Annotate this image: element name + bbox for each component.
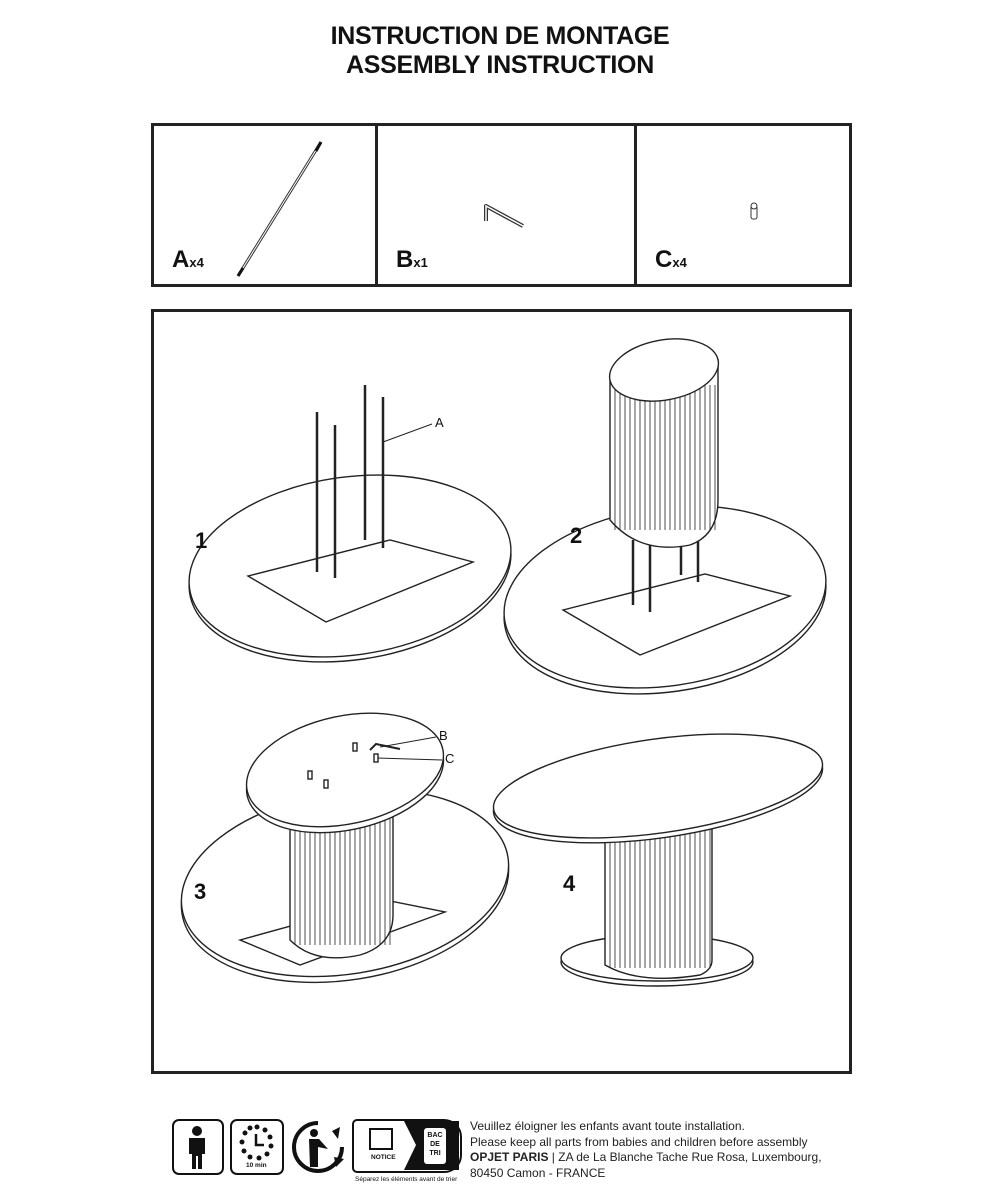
part-qty: x4 <box>189 255 204 270</box>
part-letter: C <box>655 246 673 273</box>
part-letter: B <box>396 246 414 273</box>
footer-text: Veuillez éloigner les enfants avant tout… <box>470 1119 822 1181</box>
title-french: INSTRUCTION DE MONTAGE <box>330 22 670 50</box>
part-qty: x1 <box>413 255 428 270</box>
triman-recycle-icon <box>290 1119 346 1175</box>
rod-icon <box>236 141 323 277</box>
part-qty: x4 <box>672 255 687 270</box>
clock-10min-icon: 10 min <box>230 1119 284 1175</box>
title-english: ASSEMBLY INSTRUCTION <box>346 51 654 79</box>
parts-list: Ax4 Bx1 Cx4 <box>151 123 852 287</box>
address-line1: | ZA de La Blanche Tache Rue Rosa, Luxem… <box>548 1150 822 1164</box>
address-line2: 80450 Camon - FRANCE <box>470 1165 606 1180</box>
part-b: Bx1 <box>375 126 634 284</box>
notice-label: NOTICE <box>371 1154 396 1161</box>
dowel-icon <box>750 202 758 220</box>
part-letter: A <box>172 246 190 273</box>
brand-name: OPJET PARIS <box>470 1150 549 1164</box>
warning-en: Please keep all parts from babies and ch… <box>470 1134 808 1149</box>
warning-fr: Veuillez éloigner les enfants avant tout… <box>470 1119 745 1133</box>
part-a: Ax4 <box>154 126 375 284</box>
allen-key-icon <box>484 204 524 228</box>
part-c: Cx4 <box>634 126 852 284</box>
assembly-steps <box>151 309 852 1074</box>
clock-label: 10 min <box>246 1162 267 1169</box>
sort-caption: Séparez les éléments avant de trier <box>355 1176 458 1183</box>
one-person-icon <box>172 1119 224 1175</box>
